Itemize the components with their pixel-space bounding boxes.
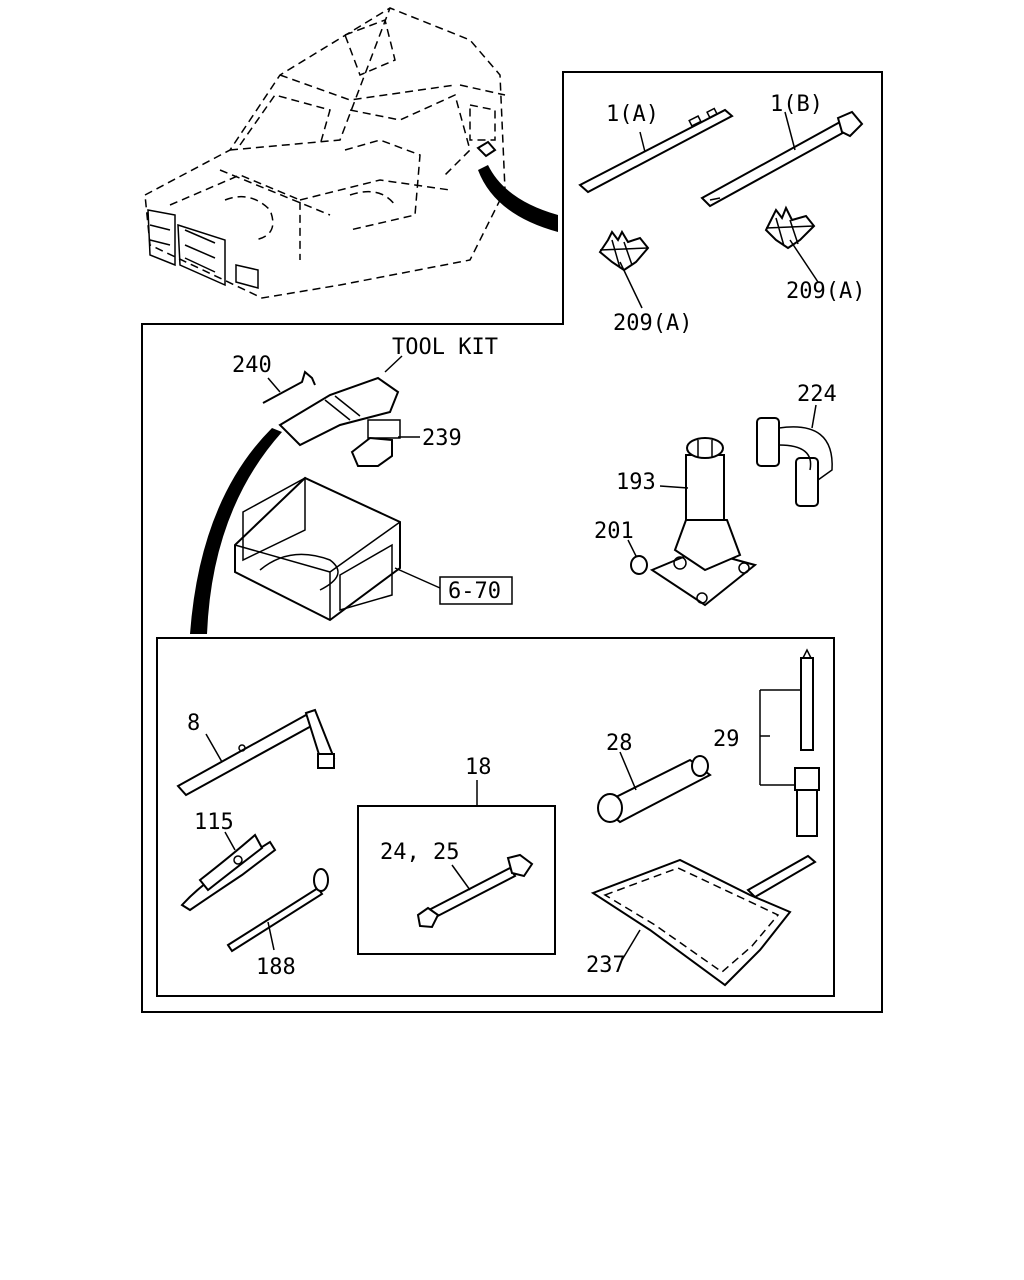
part-188-rod — [226, 868, 329, 953]
ref-6-70-box — [439, 576, 513, 605]
wrench-group-frame — [357, 805, 556, 955]
part-193-jack — [649, 437, 758, 607]
label-224: 224 — [797, 382, 837, 407]
label-ref-6-70: 6-70 — [448, 579, 501, 604]
label-18: 18 — [465, 755, 492, 780]
part-1a-rod — [578, 107, 734, 194]
leader-stripe-box-to-kit — [190, 428, 282, 634]
label-8: 8 — [187, 711, 200, 736]
part-224-strap — [756, 404, 833, 507]
part-239-buckle — [350, 419, 420, 467]
part-237-tool-bag — [590, 854, 817, 987]
label-193: 193 — [616, 470, 656, 495]
tool-kit-contents-frame — [156, 637, 835, 997]
upper-right-frame — [141, 71, 883, 1013]
label-237: 237 — [586, 953, 626, 978]
label-tool-kit: TOOL KIT — [392, 335, 498, 360]
label-209a-right: 209(A) — [786, 279, 865, 304]
label-209a-left: 209(A) — [613, 311, 692, 336]
part-28-socket — [597, 751, 712, 824]
part-209a-clip-right — [764, 205, 819, 283]
label-1a: 1(A) — [606, 102, 659, 127]
part-29-screwdriver — [759, 648, 820, 837]
part-115-pliers — [180, 831, 277, 912]
storage-box — [234, 476, 441, 622]
label-239: 239 — [422, 426, 462, 451]
part-201-ring — [627, 539, 648, 575]
label-1b: 1(B) — [770, 92, 823, 117]
label-240: 240 — [232, 353, 272, 378]
label-188: 188 — [256, 955, 296, 980]
part-209a-clip-left — [598, 229, 650, 309]
leader-stripe-body-to-frame — [478, 165, 558, 232]
label-115: 115 — [194, 810, 234, 835]
label-28: 28 — [606, 731, 633, 756]
label-29: 29 — [713, 727, 740, 752]
label-201: 201 — [594, 519, 634, 544]
part-24-25-wrench — [416, 853, 534, 929]
tool-kit-bag — [278, 355, 403, 447]
part-1b-rod — [700, 110, 864, 208]
part-8-lug-wrench — [176, 708, 336, 797]
label-24-25: 24, 25 — [380, 840, 459, 865]
vehicle-body-illustration — [144, 7, 506, 299]
part-240-hook — [262, 370, 316, 404]
